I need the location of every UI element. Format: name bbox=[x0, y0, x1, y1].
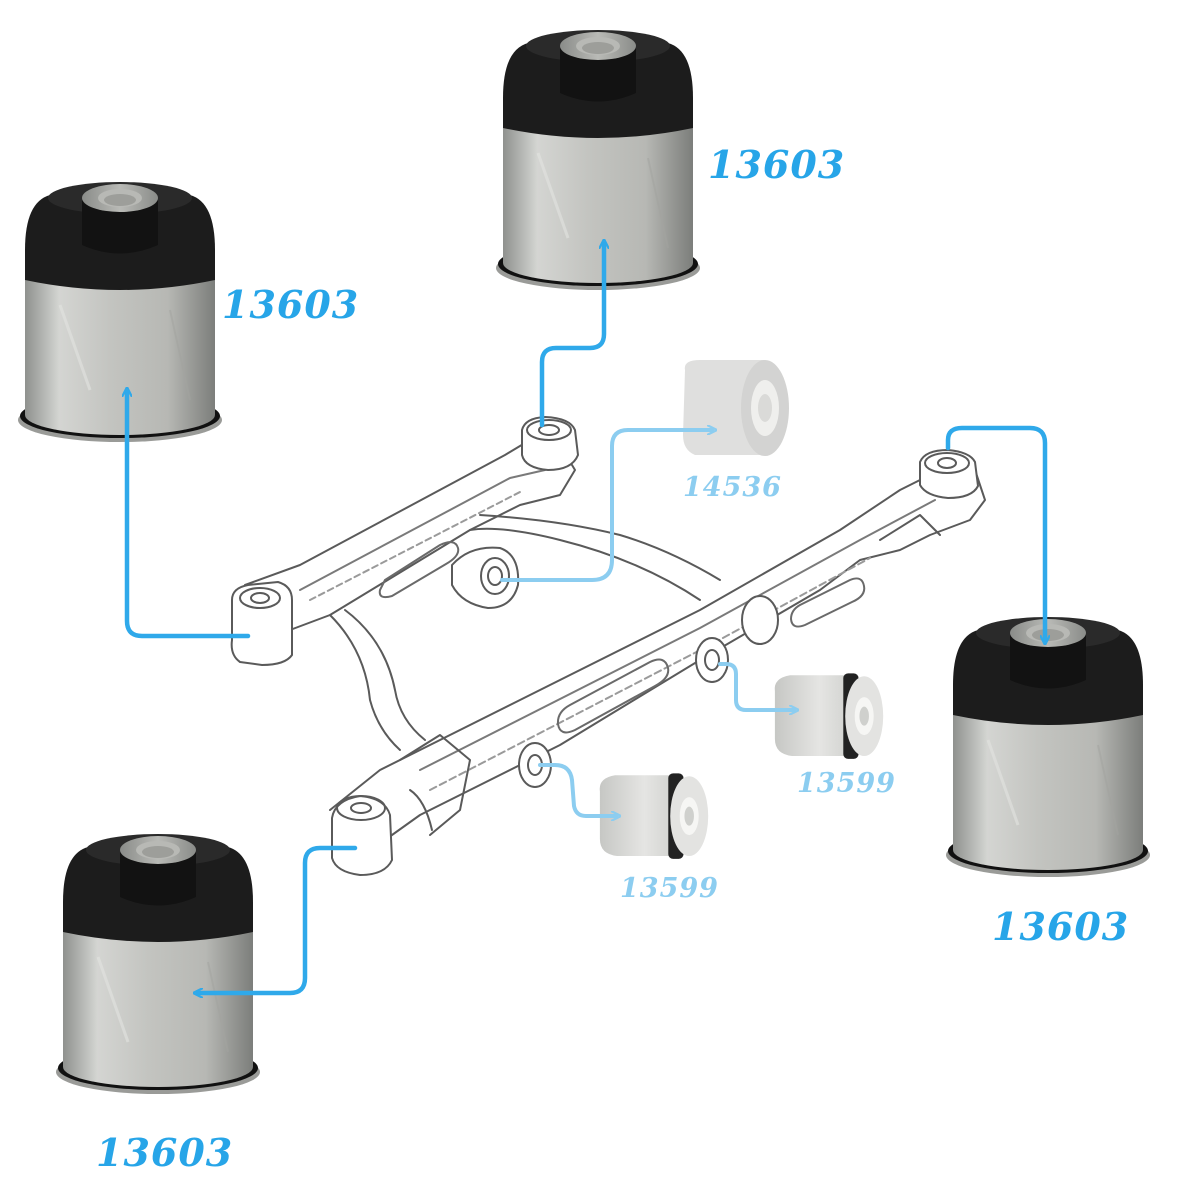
arrow-to-mount-center bbox=[500, 430, 712, 582]
small-bushing-photo-right bbox=[774, 673, 884, 759]
part-number-bushing-top: 13603 bbox=[708, 142, 846, 187]
rear-subframe-line-art bbox=[230, 416, 986, 876]
arrow-to-bushing-right bbox=[945, 425, 1045, 640]
arrow-to-bushing-top bbox=[539, 244, 604, 428]
part-number-bushing-top-left: 13603 bbox=[222, 282, 360, 327]
part-number-bushing-right: 13603 bbox=[992, 904, 1130, 949]
callout-arrows bbox=[127, 244, 1045, 993]
bushing-photo-right bbox=[944, 615, 1152, 879]
part-number-small-bushing-right: 13599 bbox=[797, 768, 896, 799]
mount-photo-center bbox=[683, 360, 789, 456]
part-number-bushing-bottom-left: 13603 bbox=[96, 1130, 234, 1175]
arrow-to-bushing-top-left bbox=[127, 392, 251, 639]
arrow-to-small-bushing-right bbox=[718, 662, 794, 710]
arrow-to-small-bushing-center bbox=[538, 763, 616, 816]
bushing-photo-top-left bbox=[16, 180, 224, 444]
bushing-photo-bottom-left bbox=[54, 832, 262, 1096]
bushing-photo-top bbox=[494, 28, 702, 292]
arrow-to-bushing-bottom-left bbox=[198, 845, 358, 993]
part-number-small-bushing-center: 13599 bbox=[620, 873, 719, 904]
part-number-mount-center: 14536 bbox=[683, 472, 782, 503]
